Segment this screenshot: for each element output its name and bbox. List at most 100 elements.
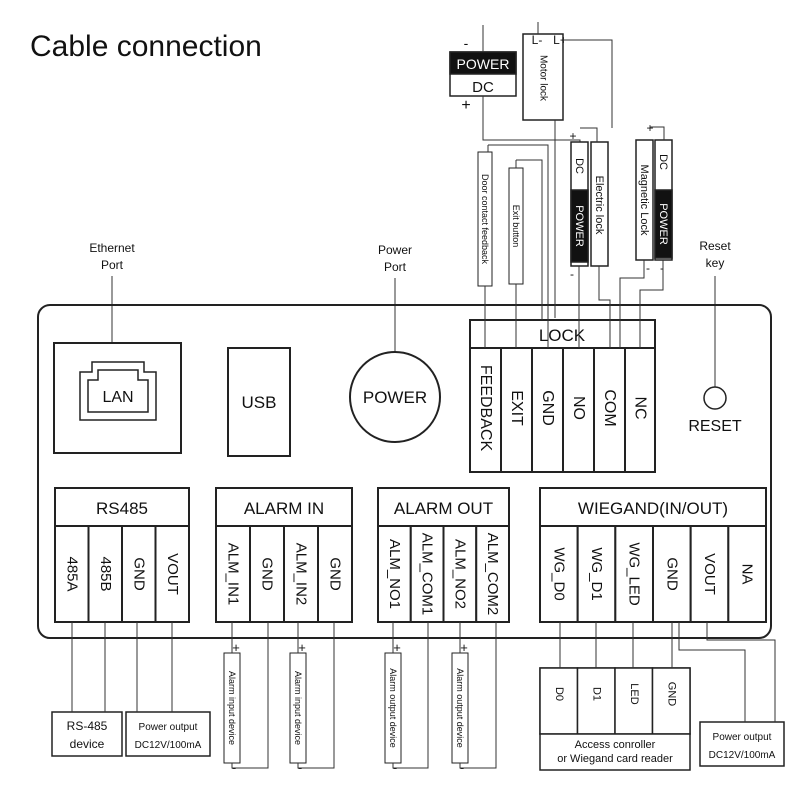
wiegand-reader-line2: or Wiegand card reader	[557, 753, 673, 765]
lock-block-header-label: LOCK	[539, 326, 586, 345]
magnetic-lock-power-fill	[654, 189, 673, 259]
alarm-in-terminal-label: ALM_IN1	[225, 543, 242, 606]
power-port-callout-line1: Power	[378, 243, 412, 257]
dc-power-supply-bottom-label: DC	[472, 79, 494, 96]
lock-block-header	[469, 319, 656, 349]
magnetic-lock-plus: +	[646, 121, 653, 135]
alarm-in-block-header	[215, 487, 353, 527]
alarm-in-terminal	[249, 525, 285, 623]
usb-port	[227, 347, 291, 457]
alarm-input-device-2-plus: +	[298, 640, 306, 655]
power-port-label: POWER	[363, 388, 427, 407]
power-output-right	[699, 721, 785, 767]
electric-lock-label: Electric lock	[593, 176, 605, 235]
power-port	[349, 351, 441, 443]
lock-terminal-label-gnd: GND	[539, 390, 556, 426]
magnetic-lock-power-label: POWER	[657, 203, 669, 245]
lan-label: LAN	[102, 389, 133, 406]
alarm-input-device-1-label: Alarm input device	[227, 671, 237, 745]
power-port-callout-line2: Port	[384, 260, 407, 274]
motor-lock	[522, 33, 564, 121]
exit-button-wire-2	[516, 159, 543, 320]
alarm-output-device-1-label: Alarm output device	[388, 668, 398, 748]
alarm-out-terminal-label: ALM_COM2	[484, 533, 501, 616]
power-right-wire-a	[678, 622, 746, 722]
lock-terminal-label-com: COM	[601, 389, 618, 426]
lock-terminal-label-no: NO	[570, 396, 587, 420]
wiegand-in-out-terminal	[539, 525, 579, 623]
power-output-left-line2: DC12V/100mA	[135, 740, 202, 751]
magnetic-lock-wire-top	[650, 126, 665, 140]
power-right-wire-b	[706, 622, 776, 722]
alarm-output-device-2-wire-minus	[459, 622, 497, 769]
reset-key-callout-line1: Reset	[699, 239, 731, 253]
motor-lock-label: Motor lock	[538, 55, 549, 102]
lock-terminal-no	[562, 347, 595, 473]
alarm-out-terminal-label: ALM_NO1	[386, 539, 403, 609]
wiegand-in-out-terminal-label: WG_D0	[550, 547, 567, 600]
alarm-input-device-2-label: Alarm input device	[293, 671, 303, 745]
electric-lock-wire-2	[598, 266, 611, 348]
electric-lock-plus: +	[569, 129, 576, 143]
dc-power-supply-minus: -	[464, 35, 469, 51]
ethernet-callout-line2: Port	[101, 258, 124, 272]
wiegand-in-out-terminal-label: NA	[739, 564, 756, 585]
power-output-left	[125, 711, 211, 757]
dc-power-supply-top-label: POWER	[457, 56, 510, 72]
wiegand-in-out-terminal	[576, 525, 617, 623]
power-output-right-line2: DC12V/100mA	[709, 750, 776, 761]
alarm-output-device-1-plus: +	[393, 640, 401, 655]
alarm-out-terminal-label: ALM_COM1	[419, 533, 436, 616]
rs485-block-header-label: RS485	[96, 499, 148, 518]
alarm-out-terminal	[475, 525, 510, 623]
door-contact-feedback-label: Door contact feedback	[480, 174, 490, 265]
rs485-terminal	[54, 525, 90, 623]
alarm-input-device-2-wire-minus	[297, 622, 335, 769]
electric-lock-dc-label: DC	[573, 158, 585, 174]
lock-terminal-label-feedback: FEEDBACK	[477, 365, 494, 452]
electric-lock-power-label: POWER	[573, 205, 585, 247]
door-contact-wire-2	[488, 144, 549, 348]
alarm-output-device-2-label: Alarm output device	[455, 668, 465, 748]
alarm-output-device-2-plus: +	[460, 640, 468, 655]
lan-socket-inner-icon	[87, 369, 149, 413]
wiegand-reader-pin-label: GND	[665, 682, 677, 707]
power-output-right-line1: Power output	[713, 732, 772, 743]
wiegand-in-out-terminal-label: VOUT	[701, 553, 718, 595]
rs485-device-line1: RS-485	[67, 719, 108, 733]
magnetic-lock-label: Magnetic Lock	[638, 165, 650, 236]
wiegand-in-out-terminal-label: GND	[663, 557, 680, 591]
rs485-device-line2: device	[70, 737, 105, 751]
lan-socket-icon	[79, 361, 157, 421]
dc-power-supply-plus: +	[461, 97, 470, 114]
exit-button-label: Exit button	[511, 205, 521, 248]
usb-label: USB	[242, 393, 277, 412]
lock-terminal-gnd	[531, 347, 564, 473]
alarm-input-device-1-wire-minus	[231, 622, 269, 769]
alarm-in-terminal	[215, 525, 251, 623]
diagram-title: Cable connection	[30, 30, 262, 63]
alarm-input-device-1-plus: +	[232, 640, 240, 655]
rs485-terminal-label: 485B	[97, 556, 114, 591]
wiegand-in-out-terminal	[727, 525, 767, 623]
wiegand-in-out-block-header-label: WIEGAND(IN/OUT)	[578, 499, 728, 518]
magnetic-lock-dc-label: DC	[657, 154, 669, 170]
reset-label: RESET	[688, 418, 742, 435]
dc-supply-plus-wire	[482, 96, 581, 142]
motor-lock-wire-b	[563, 39, 613, 128]
rs485-block-header	[54, 487, 190, 527]
wiegand-in-out-terminal	[652, 525, 692, 623]
rs485-terminal-label: GND	[130, 557, 147, 591]
lock-terminal-label-exit: EXIT	[508, 390, 525, 426]
rs485-terminal	[121, 525, 157, 623]
magnetic-lock-wire-2	[639, 260, 664, 348]
wiegand-in-out-terminal-label: WG_D1	[588, 547, 605, 600]
motor-lock-l-plus: L+	[553, 33, 567, 47]
alarm-in-block-header-label: ALARM IN	[244, 499, 324, 518]
wiegand-reader-pin-label: LED	[628, 683, 640, 704]
device-board	[37, 304, 772, 639]
electric-lock-wire-top	[580, 127, 598, 142]
reset-key-callout-line2: key	[706, 256, 725, 270]
lock-terminal-label-nc: NC	[632, 396, 649, 419]
